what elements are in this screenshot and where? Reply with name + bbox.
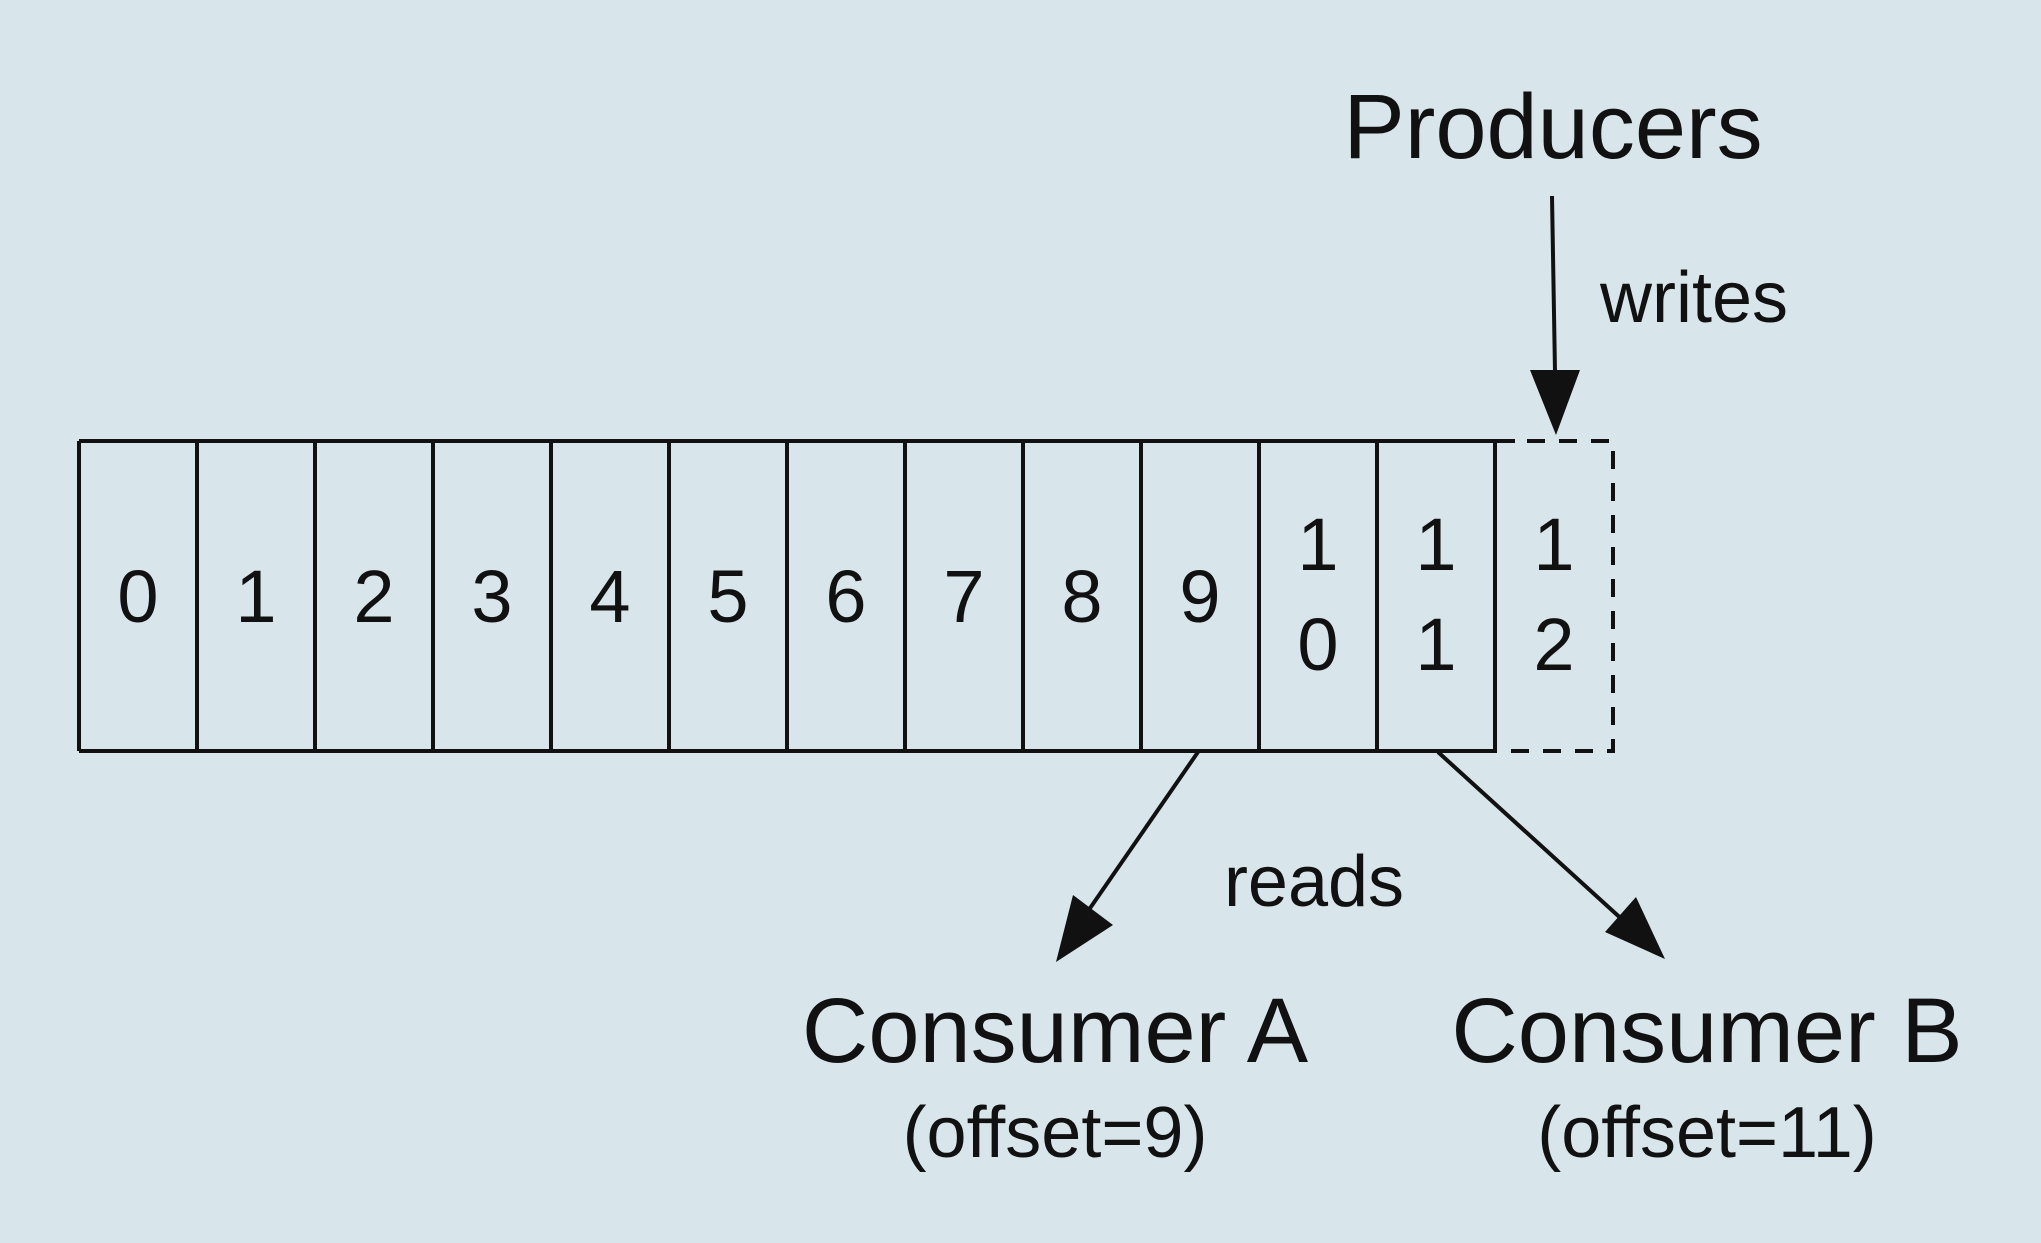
write-arrow-head: [1530, 370, 1580, 435]
log-cell-pending: [1493, 439, 1615, 753]
reads-label: reads: [1224, 842, 1404, 922]
log-cell-label: 0: [1297, 603, 1338, 686]
log-cell-label: 2: [353, 555, 394, 638]
log-cell-label: 1: [235, 555, 276, 638]
log-cell-label: 1: [1415, 503, 1456, 586]
consumer-b-offset: (offset=11): [1537, 1093, 1877, 1173]
log-cell-label: 1: [1533, 503, 1574, 586]
log-cell-label: 7: [943, 555, 984, 638]
log-cell-label: 4: [589, 555, 630, 638]
log-cell-label: 1: [1415, 603, 1456, 686]
log-cell-label: 3: [471, 555, 512, 638]
log-cell-label: 1: [1297, 503, 1338, 586]
log-cell-label: 8: [1061, 555, 1102, 638]
read-arrow-b: [1436, 750, 1628, 925]
read-arrow-b-head: [1605, 897, 1665, 959]
log-cell-label: 5: [707, 555, 748, 638]
consumer-b-name: Consumer B: [1451, 980, 1962, 1082]
log-cell-label: 2: [1533, 603, 1574, 686]
producers-label: Producers: [1343, 76, 1762, 178]
writes-label: writes: [1599, 258, 1788, 338]
log-cell-label: 6: [825, 555, 866, 638]
consumer-a-name: Consumer A: [802, 980, 1309, 1082]
read-arrow-a-head: [1056, 895, 1113, 962]
write-arrow: [1550, 195, 1557, 373]
log-cell-label: 9: [1179, 555, 1220, 638]
consumer-a-offset: (offset=9): [903, 1093, 1208, 1173]
log-cell-label: 0: [117, 555, 158, 638]
read-arrow-a: [1084, 750, 1200, 916]
